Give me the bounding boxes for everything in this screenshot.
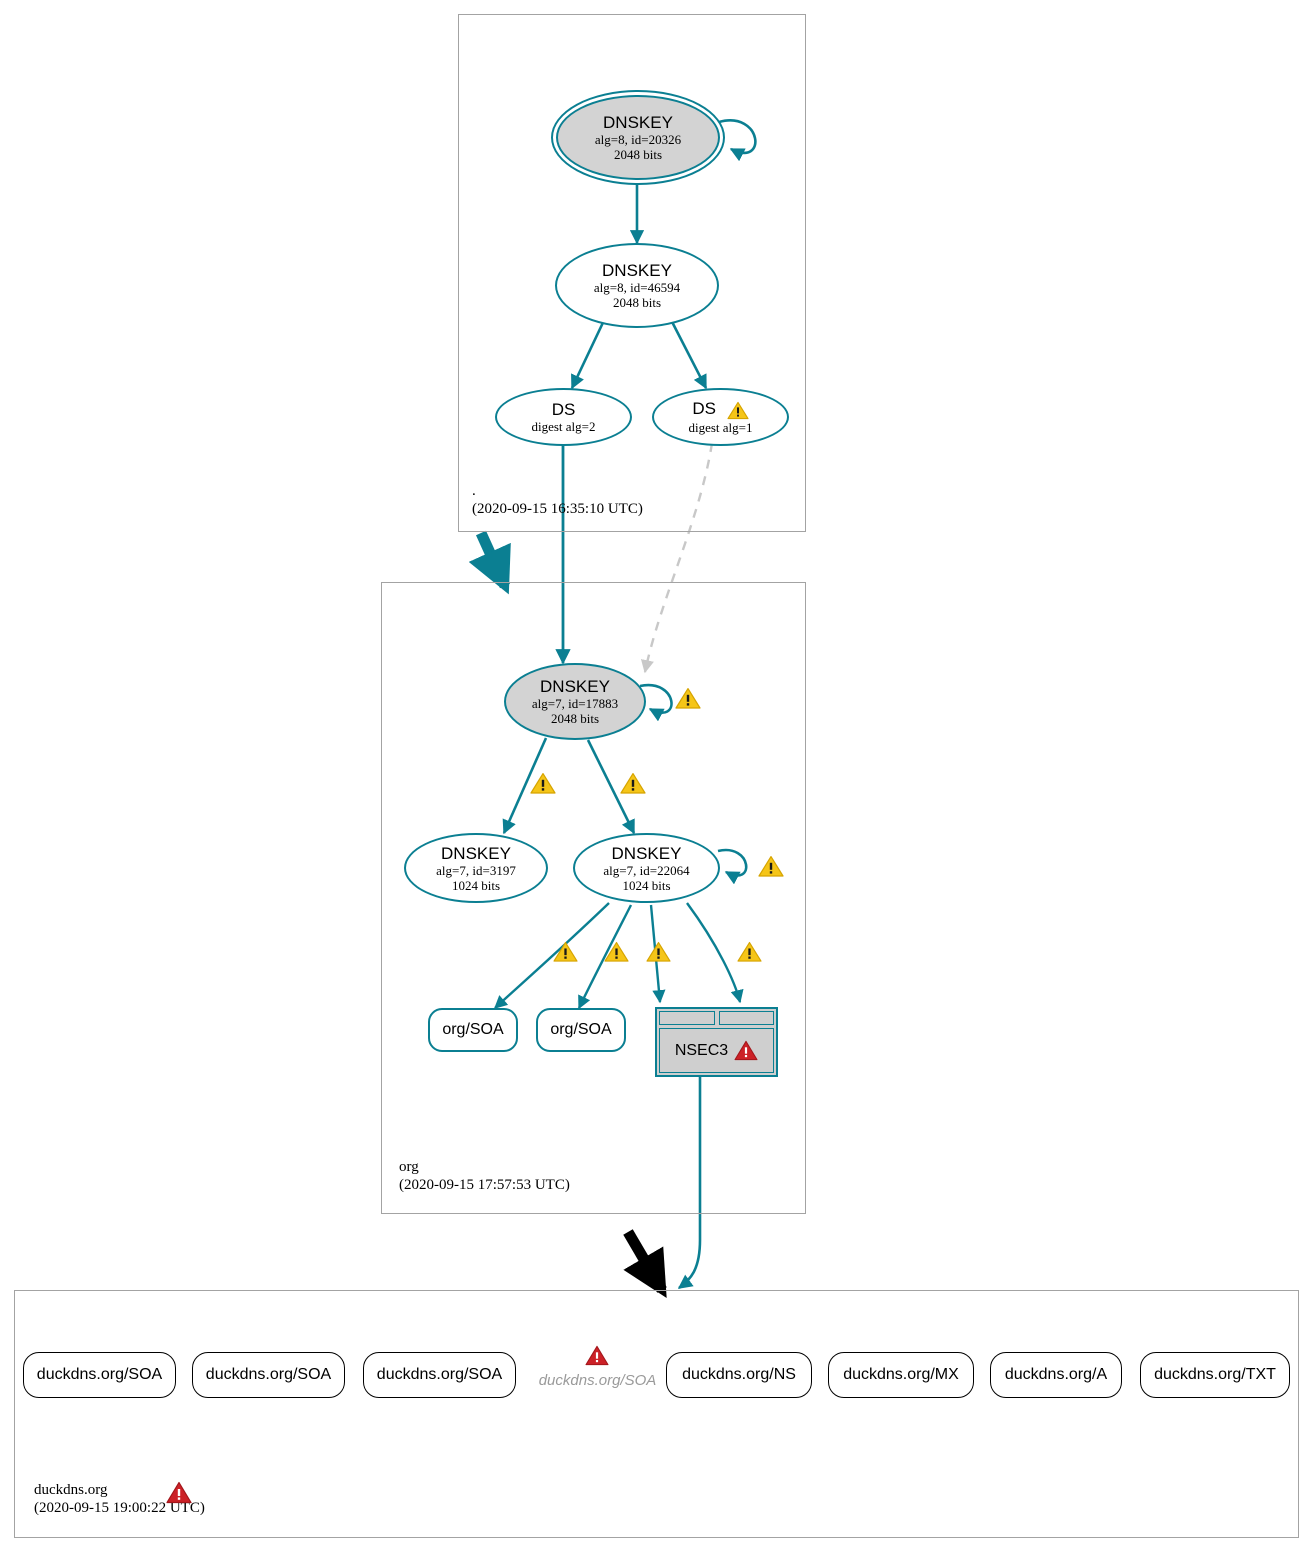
edge-org-ksk-to-zsk-22064 <box>586 739 636 835</box>
node-rrset-org-soa-2[interactable]: org/SOA <box>536 1008 626 1052</box>
node-alg-id: alg=7, id=17883 <box>531 696 619 711</box>
node-dnskey-root-ksk-20326[interactable]: DNSKEY alg=8, id=20326 2048 bits <box>556 95 720 180</box>
warning-triangle-icon-ds-alg1 <box>727 401 749 420</box>
error-triangle-icon-nsec3 <box>734 1040 758 1061</box>
zone-name-org: org <box>399 1159 419 1175</box>
node-label: org/SOA <box>550 1021 612 1038</box>
node-rrset-org-soa-1[interactable]: org/SOA <box>428 1008 518 1052</box>
edge-org-zsk-to-soa-1 <box>494 902 610 1009</box>
node-digest-alg: digest alg=1 <box>688 419 753 435</box>
warning-triangle-icon-org-ksk-selfsign <box>675 687 701 710</box>
zone-name-root: . <box>472 483 476 499</box>
warning-triangle-icon-edge-ksk-to-3197 <box>530 772 556 795</box>
node-label: duckdns.org/SOA <box>538 1371 657 1389</box>
node-rrset-duckdns-soa-1[interactable]: duckdns.org/SOA <box>23 1352 176 1398</box>
node-title: DS <box>692 399 749 420</box>
edge-root-zsk-to-ds-alg1 <box>665 311 708 390</box>
zone-timestamp-root: (2020-09-15 16:35:10 UTC) <box>472 501 643 517</box>
zone-timestamp-org: (2020-09-15 17:57:53 UTC) <box>399 1177 570 1193</box>
edge-org-zsk-to-nsec3-right <box>686 902 744 1004</box>
edge-root-ksk-selfsign <box>718 119 757 162</box>
node-rrset-duckdns-soa-bogus[interactable]: duckdns.org/SOA <box>530 1368 665 1392</box>
edge-org-zsk-to-soa-2 <box>577 904 633 1010</box>
node-label: org/SOA <box>442 1021 504 1038</box>
node-keysize: 2048 bits <box>613 147 663 162</box>
node-rrset-duckdns-soa-2[interactable]: duckdns.org/SOA <box>192 1352 345 1398</box>
error-triangle-icon-duckdns-soa-bogus <box>585 1345 609 1366</box>
node-rrset-duckdns-a[interactable]: duckdns.org/A <box>990 1352 1122 1398</box>
zone-box-duckdns <box>14 1290 1299 1538</box>
node-nsec3[interactable]: NSEC3 <box>655 1007 778 1077</box>
node-title: DNSKEY <box>441 843 511 863</box>
node-label: duckdns.org/SOA <box>376 1366 503 1383</box>
node-alg-id: alg=7, id=3197 <box>436 862 516 878</box>
nsec3-body: NSEC3 <box>659 1028 774 1073</box>
warning-triangle-icon-edge-to-nsec3-right <box>737 941 762 963</box>
node-label: duckdns.org/MX <box>843 1366 959 1383</box>
node-label: duckdns.org/SOA <box>205 1366 332 1383</box>
warning-triangle-icon-org-zsk-22064-selfsign <box>758 855 784 878</box>
nsec3-cell-left <box>659 1011 715 1025</box>
node-title: DNSKEY <box>540 677 610 696</box>
edge-root-zsk-to-ds-alg2 <box>570 311 610 390</box>
nsec3-header-cells <box>659 1011 774 1025</box>
node-rrset-duckdns-soa-3[interactable]: duckdns.org/SOA <box>363 1352 516 1398</box>
node-label: duckdns.org/A <box>1004 1366 1108 1383</box>
edge-org-ksk-to-zsk-3197 <box>502 737 548 835</box>
edge-nsec3-to-duckdns-zone <box>677 1067 702 1290</box>
node-label: duckdns.org/TXT <box>1154 1366 1276 1383</box>
edge-delegation-org-to-duckdns-insecure <box>623 1229 667 1298</box>
node-alg-id: alg=7, id=22064 <box>603 862 690 878</box>
node-title: DNSKEY <box>602 261 672 280</box>
node-alg-id: alg=8, id=46594 <box>593 280 681 295</box>
zone-label-duckdns: duckdns.org (2020-09-15 19:00:22 UTC) <box>34 1481 205 1517</box>
node-label: duckdns.org/SOA <box>36 1366 163 1383</box>
node-title-text: DS <box>692 399 716 419</box>
node-dnskey-org-zsk-22064[interactable]: DNSKEY alg=7, id=22064 1024 bits <box>573 833 720 903</box>
error-triangle-icon-duckdns-zone <box>166 1481 192 1504</box>
node-rrset-duckdns-ns[interactable]: duckdns.org/NS <box>666 1352 812 1398</box>
edge-ds-alg1-to-org-ksk-bogus <box>640 442 714 674</box>
zone-box-root <box>458 14 806 532</box>
node-digest-alg: digest alg=2 <box>531 419 596 434</box>
warning-triangle-icon-edge-ksk-to-22064 <box>620 772 646 795</box>
zone-box-org <box>381 582 806 1214</box>
zone-timestamp-duckdns: (2020-09-15 19:00:22 UTC) <box>34 1500 205 1516</box>
edge-org-ksk-selfsign <box>639 683 673 722</box>
warning-triangle-icon-edge-to-soa-2 <box>604 941 629 963</box>
node-ds-digest-alg2[interactable]: DS digest alg=2 <box>495 388 632 446</box>
node-label: duckdns.org/NS <box>682 1366 796 1383</box>
node-rrset-duckdns-txt[interactable]: duckdns.org/TXT <box>1140 1352 1290 1398</box>
node-keysize: 1024 bits <box>451 877 501 893</box>
node-alg-id: alg=8, id=20326 <box>594 132 682 147</box>
warning-triangle-icon-edge-to-nsec3-left <box>646 941 671 963</box>
zone-name-duckdns: duckdns.org <box>34 1482 108 1498</box>
node-dnskey-org-ksk-17883[interactable]: DNSKEY alg=7, id=17883 2048 bits <box>504 663 646 740</box>
node-title: DS <box>551 400 576 419</box>
node-dnskey-org-zsk-3197[interactable]: DNSKEY alg=7, id=3197 1024 bits <box>404 833 548 903</box>
zone-label-org: org (2020-09-15 17:57:53 UTC) <box>399 1158 570 1194</box>
nsec3-cell-right <box>718 1011 774 1025</box>
edge-delegation-root-to-org <box>468 530 511 595</box>
edge-org-zsk-22064-selfsign <box>717 848 748 885</box>
node-rrset-duckdns-mx[interactable]: duckdns.org/MX <box>828 1352 974 1398</box>
zone-label-root: . (2020-09-15 16:35:10 UTC) <box>472 482 643 518</box>
node-title: DNSKEY <box>603 113 673 132</box>
warning-triangle-icon-edge-to-soa-1 <box>553 941 578 963</box>
node-keysize: 2048 bits <box>612 295 662 310</box>
node-dnskey-root-zsk-46594[interactable]: DNSKEY alg=8, id=46594 2048 bits <box>555 243 719 328</box>
node-keysize: 2048 bits <box>550 711 600 726</box>
node-title: DNSKEY <box>611 843 682 863</box>
node-keysize: 1024 bits <box>622 877 671 893</box>
node-ds-digest-alg1[interactable]: DS digest alg=1 <box>652 388 789 446</box>
node-label: NSEC3 <box>674 1041 729 1059</box>
